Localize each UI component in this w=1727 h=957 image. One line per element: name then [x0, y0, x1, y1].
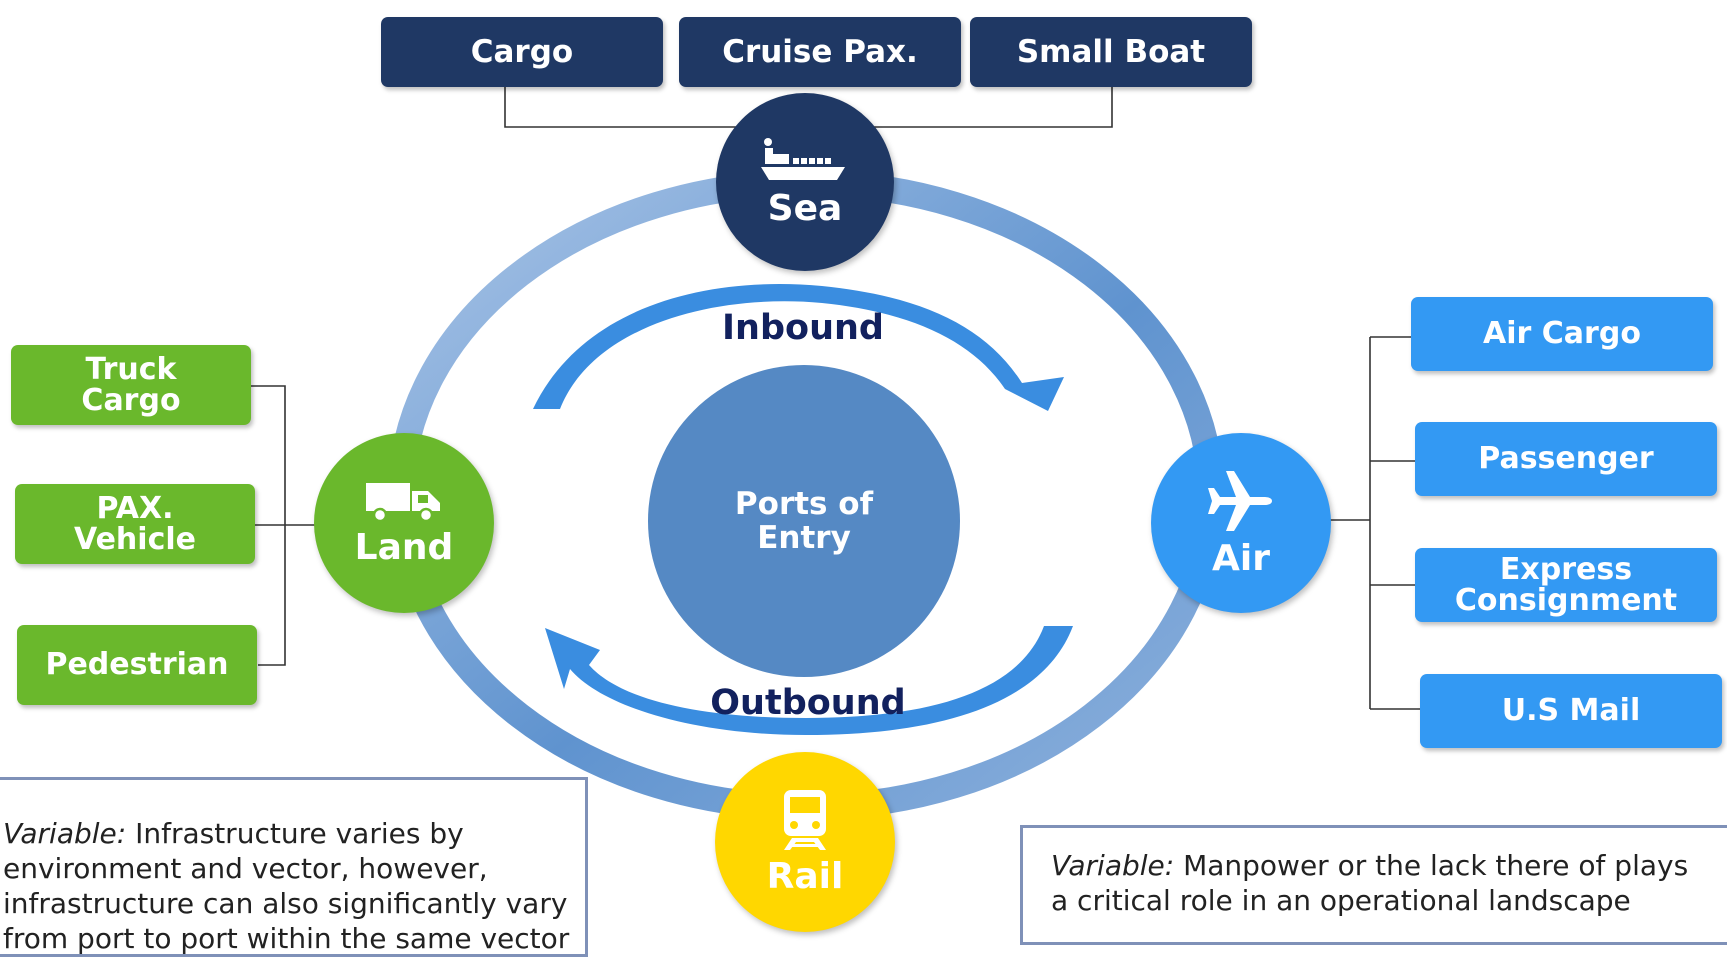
note-line: from port to port within the same vector: [3, 922, 570, 955]
land-item-pedestrian: Pedestrian: [17, 625, 257, 705]
sea-item-cruise-pax: Cruise Pax.: [679, 17, 961, 87]
sea-hub-label: Sea: [767, 187, 843, 229]
land-item-pax-vehicle: PAX.Vehicle: [15, 484, 255, 564]
rail-hub: Rail: [715, 752, 895, 932]
inbound-arrow: [533, 284, 1064, 411]
sea-item-label: Small Boat: [1016, 33, 1206, 70]
note-line: Variable: Manpower or the lack there of …: [1051, 849, 1689, 882]
land-connector: [251, 385, 315, 666]
note-line: a critical role in an operational landsc…: [1051, 884, 1631, 917]
land-hub: Land: [314, 433, 494, 613]
train-icon: [778, 788, 832, 852]
sea-item-label: Cargo: [470, 33, 574, 70]
inbound-label: Inbound: [722, 308, 884, 348]
air-item-air-cargo: Air Cargo: [1411, 297, 1713, 371]
ship-icon: [761, 136, 849, 184]
outbound-label: Outbound: [710, 683, 906, 723]
note-line: environment and vector, however,: [3, 852, 488, 885]
air-item-label: Passenger: [1478, 441, 1654, 477]
manpower-note: Variable: Manpower or the lack there of …: [1020, 825, 1727, 945]
land-item-label: PAX.Vehicle: [74, 490, 196, 557]
sea-item-label: Cruise Pax.: [722, 33, 918, 70]
air-hub-label: Air: [1212, 537, 1270, 579]
infrastructure-note: Variable: Infrastructure varies by envir…: [0, 777, 588, 957]
air-item-label: U.S Mail: [1501, 693, 1641, 729]
air-hub: Air: [1151, 433, 1331, 613]
air-connector: [1330, 336, 1421, 710]
sea-item-small-boat: Small Boat: [970, 17, 1252, 87]
land-item-label: Pedestrian: [45, 647, 229, 683]
air-item-us-mail: U.S Mail: [1420, 674, 1722, 748]
note-line: Variable: Infrastructure varies by: [3, 817, 464, 850]
rail-hub-label: Rail: [766, 855, 844, 897]
air-item-passenger: Passenger: [1415, 422, 1717, 496]
note-line: infrastructure can also significantly va…: [3, 887, 568, 920]
truck-icon: [364, 479, 444, 523]
airplane-icon: [1206, 468, 1276, 534]
air-item-label: Air Cargo: [1483, 316, 1641, 352]
sea-item-cargo: Cargo: [381, 17, 663, 87]
land-hub-label: Land: [354, 526, 454, 568]
sea-hub: Sea: [716, 93, 894, 271]
outbound-arrow: [545, 626, 1073, 735]
